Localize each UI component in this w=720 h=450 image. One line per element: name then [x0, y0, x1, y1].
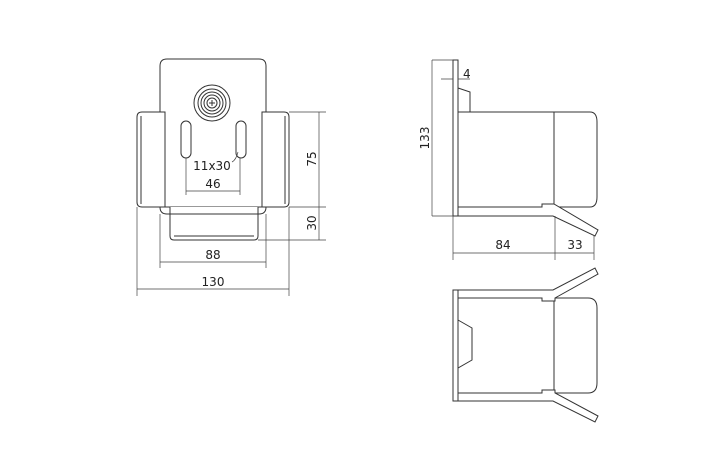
- dim-total-height: 133: [418, 127, 432, 150]
- dim-slot-spacing: 46: [205, 177, 220, 191]
- adjustment-knob: [193, 84, 231, 122]
- left-wing: [136, 111, 166, 208]
- top-rail: [457, 267, 599, 302]
- dim-body-depth: 84: [495, 238, 510, 252]
- dim-line-heights: [258, 111, 326, 241]
- dim-line-total-width: [136, 207, 290, 296]
- slot-leader-line: [231, 151, 239, 163]
- side-view: 133 4 84 33: [418, 59, 599, 260]
- dim-tray-height: 30: [305, 215, 319, 230]
- top-view-body: [457, 297, 555, 394]
- front-view: 46 11x30 75 30 88 130: [136, 58, 326, 296]
- dim-line-slot-spacing: [185, 158, 241, 195]
- back-plate: [159, 58, 267, 208]
- lower-rail: [457, 389, 599, 423]
- dim-lip-depth: 33: [567, 238, 582, 252]
- dim-line-total-height: [431, 59, 453, 217]
- slot-right: [235, 120, 247, 159]
- top-view: [452, 267, 599, 423]
- dim-line-depths: [452, 216, 595, 260]
- top-view-cap: [553, 297, 598, 394]
- mount-plate: [452, 59, 459, 217]
- slot-left: [180, 120, 192, 159]
- dim-slot-size: 11x30: [193, 159, 231, 173]
- dim-total-width: 130: [202, 275, 225, 289]
- right-wing: [261, 111, 290, 208]
- top-view-tab: [457, 319, 473, 369]
- dim-line-inner-width: [159, 214, 267, 268]
- body: [457, 111, 555, 208]
- bottom-tray: [169, 207, 259, 241]
- cap: [553, 111, 598, 208]
- plate-tab: [457, 87, 471, 113]
- screw-cross-icon: [209, 100, 215, 106]
- bottom-rail: [457, 203, 599, 237]
- dim-plate-thickness: 4: [463, 67, 471, 81]
- top-view-plate: [452, 289, 459, 402]
- dim-inner-width: 88: [205, 248, 220, 262]
- tray-fold-line: [159, 206, 267, 215]
- dim-wing-height: 75: [305, 151, 319, 166]
